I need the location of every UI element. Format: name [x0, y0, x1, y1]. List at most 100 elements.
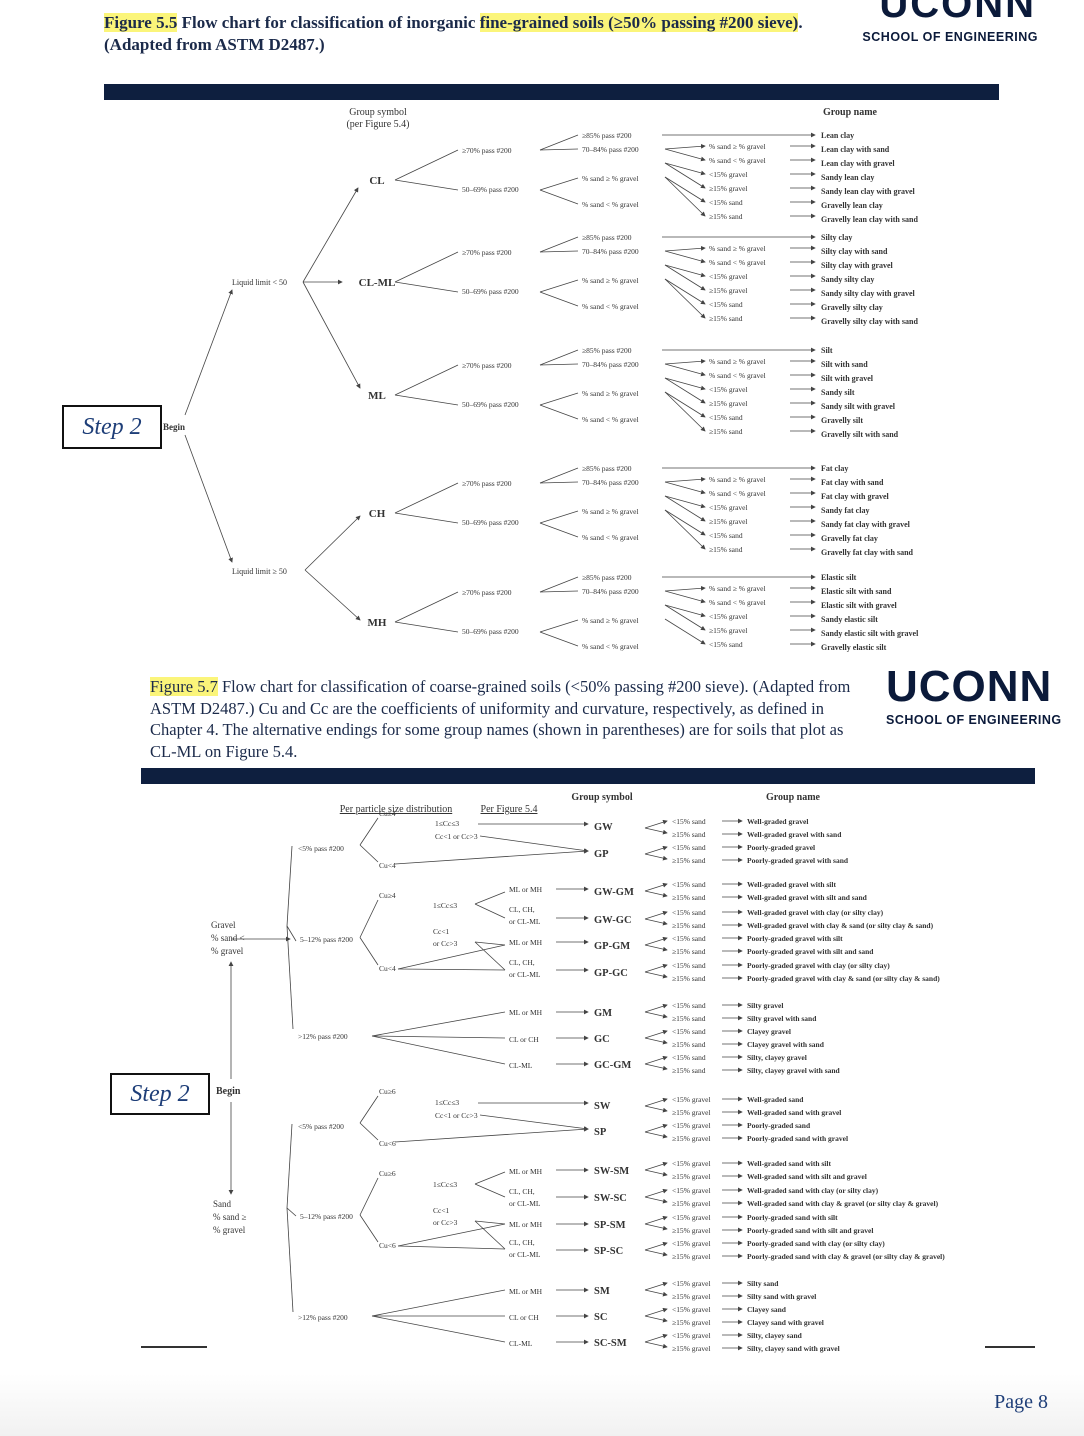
group-name: Gravelly silty clay: [821, 303, 883, 312]
condition-label: ≥15% sand: [672, 1014, 706, 1023]
symbol-gc: GC: [594, 1034, 610, 1045]
sub-a1: ≥85% pass #200: [582, 464, 632, 473]
condition-label: <15% gravel: [672, 1159, 711, 1168]
symbol-sm: SM: [594, 1286, 610, 1297]
coarse-grained-flowchart: Group symbol Group name Per particle siz…: [211, 792, 945, 1353]
group-name: Poorly-graded sand with clay & gravel (o…: [747, 1252, 945, 1261]
sub-b2: % sand < % gravel: [582, 415, 639, 424]
pass-5-12: 5–12% pass #200: [300, 935, 353, 944]
group-name: Well-graded gravel with silt: [747, 880, 836, 889]
fines-label: ML or MH: [509, 1008, 543, 1017]
cc-bad: Cc<1 or Cc>3: [435, 832, 478, 841]
sub-b1: % sand ≥ % gravel: [582, 174, 639, 183]
group-symbol-cl-ml: CL-ML: [359, 277, 396, 289]
condition-label: ≥15% sand: [672, 974, 706, 983]
condition-label: ≥15% gravel: [709, 184, 747, 193]
group-name: Sandy fat clay: [821, 506, 869, 515]
condition-label: <15% gravel: [672, 1331, 711, 1340]
condition-label: ≥15% sand: [672, 921, 706, 930]
condition-label: ≥15% gravel: [709, 286, 747, 295]
condition-label: ≥15% gravel: [672, 1252, 710, 1261]
condition-label: ≥15% gravel: [672, 1172, 710, 1181]
condition-label: ≥15% sand: [672, 1066, 706, 1075]
fines-label: or CL-ML: [509, 1199, 541, 1208]
cc-lt1: Cc<1: [433, 1206, 450, 1215]
symbol-gw: GW: [594, 822, 613, 833]
cc-bad: Cc<1 or Cc>3: [435, 1111, 478, 1120]
cu-ge: Cu≥6: [379, 1169, 396, 1178]
group-name: Silty sand with gravel: [747, 1292, 816, 1301]
group-name: Well-graded sand with clay & gravel (or …: [747, 1199, 939, 1208]
pass-lt5: <5% pass #200: [298, 844, 344, 853]
sub-b1: % sand ≥ % gravel: [582, 276, 639, 285]
uconn-logo: UCONN: [886, 662, 1053, 711]
group-name: Gravelly elastic silt: [821, 643, 887, 652]
group-name: Well-graded sand with gravel: [747, 1108, 841, 1117]
condition-label: ≥15% gravel: [709, 626, 747, 635]
uconn-logo-sub: SCHOOL OF ENGINEERING: [886, 713, 1062, 727]
condition-label: ≥15% gravel: [709, 399, 747, 408]
sub-b2: % sand < % gravel: [582, 302, 639, 311]
symbol-sw-sm: SW-SM: [594, 1166, 629, 1177]
cc-ok: 1≤Cc≤3: [433, 901, 457, 910]
fines-label: CL, CH,: [509, 958, 535, 967]
group-name: Clayey sand with gravel: [747, 1318, 824, 1327]
group-name: Sandy silt: [821, 388, 855, 397]
symbol-sw-sc: SW-SC: [594, 1193, 627, 1204]
sub-a1: ≥85% pass #200: [582, 346, 632, 355]
condition-label: <15% sand: [672, 934, 706, 943]
symbol-gw-gc: GW-GC: [594, 915, 632, 926]
cc-lt1: Cc<1: [433, 927, 450, 936]
ll-high: Liquid limit ≥ 50: [232, 567, 287, 576]
fines-label: or CL-ML: [509, 917, 541, 926]
group-name: Gravelly lean clay: [821, 201, 883, 210]
group-name: Poorly-graded gravel with silt and sand: [747, 947, 874, 956]
fines-label: ML or MH: [509, 1167, 543, 1176]
condition-label: <15% sand: [672, 1027, 706, 1036]
fines-label: ML or MH: [509, 1287, 543, 1296]
condition-label: <15% sand: [709, 300, 743, 309]
condition-label: ≥15% gravel: [672, 1134, 710, 1143]
group-name: Clayey gravel with sand: [747, 1040, 825, 1049]
fines-label: CL, CH,: [509, 1238, 535, 1247]
pass-a: ≥70% pass #200: [462, 248, 512, 257]
page-footer: [0, 1374, 1084, 1436]
symbol-gw-gm: GW-GM: [594, 887, 634, 898]
cu-ge: Cu≥6: [379, 1087, 396, 1096]
group-name: Poorly-graded gravel: [747, 843, 815, 852]
group-name: Silty, clayey gravel with sand: [747, 1066, 841, 1075]
condition-label: <15% gravel: [672, 1239, 711, 1248]
condition-label: <15% gravel: [672, 1213, 711, 1222]
group-name: Poorly-graded gravel with clay & sand (o…: [747, 974, 940, 983]
pass-gt12-s: >12% pass #200: [298, 1313, 348, 1322]
cc-ok: 1≤Cc≤3: [435, 1098, 459, 1107]
cc-ok: 1≤Cc≤3: [433, 1180, 457, 1189]
sand-label: Sand % sand ≥ % gravel: [213, 1199, 246, 1235]
condition-label: ≥15% sand: [709, 545, 743, 554]
group-symbol-ch: CH: [369, 508, 386, 520]
figure-label-2: Figure 5.7: [150, 677, 218, 696]
condition-label: <15% gravel: [709, 385, 748, 394]
condition-label: ≥15% gravel: [672, 1344, 710, 1353]
sub-a2: 70–84% pass #200: [582, 360, 639, 369]
group-name: Sandy silty clay with gravel: [821, 289, 916, 298]
group-name: Silty sand: [747, 1279, 779, 1288]
condition-label: ≥15% gravel: [672, 1108, 710, 1117]
group-name: Elastic silt with sand: [821, 587, 892, 596]
condition-label: <15% gravel: [672, 1095, 711, 1104]
uconn-logo-top-sub: SCHOOL OF ENGINEERING: [862, 30, 1038, 44]
group-name: Sandy elastic silt with gravel: [821, 629, 919, 638]
pass-gt12: >12% pass #200: [298, 1032, 348, 1041]
condition-label: % sand < % gravel: [709, 598, 766, 607]
sub-b1: % sand ≥ % gravel: [582, 389, 639, 398]
condition-label: <15% gravel: [672, 1186, 711, 1195]
header-name-2: Group name: [766, 792, 821, 803]
header-group-name: Group name: [823, 107, 878, 118]
caption-text-end: . (Adapted from ASTM D2487.): [104, 13, 803, 54]
group-name: Elastic silt: [821, 573, 857, 582]
sub-b1: % sand ≥ % gravel: [582, 507, 639, 516]
symbol-sc-sm: SC-SM: [594, 1338, 627, 1349]
caption-text: Flow chart for classification of inorgan…: [177, 13, 480, 32]
begin-label-2: Begin: [216, 1086, 241, 1097]
slide-header-bar: [104, 84, 999, 100]
